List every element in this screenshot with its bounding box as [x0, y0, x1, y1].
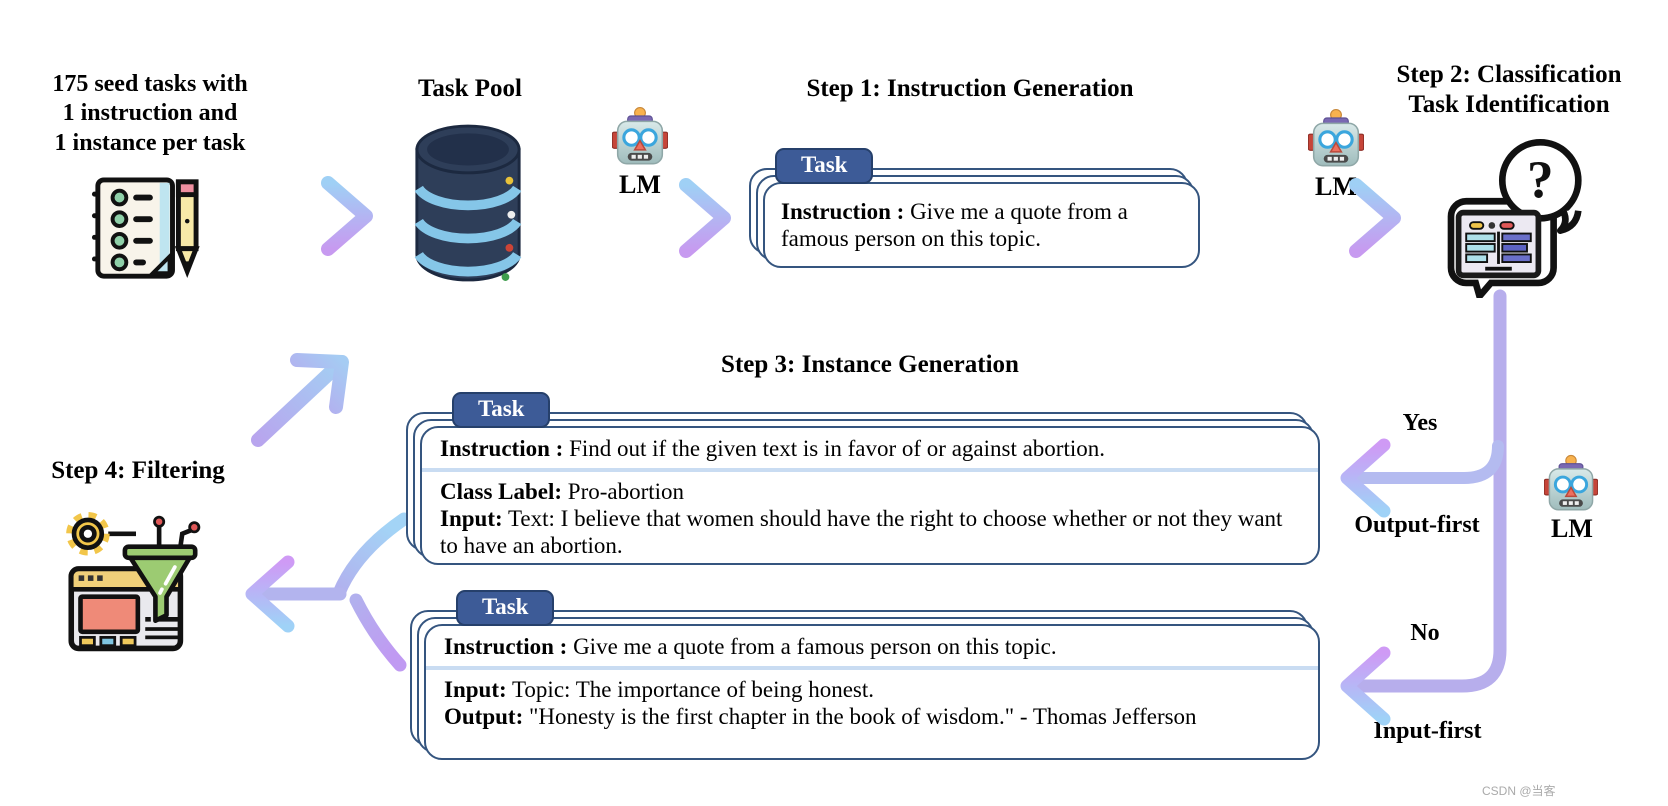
lm-label-1: LM — [619, 170, 661, 199]
lm-label-3: LM — [1551, 514, 1593, 543]
step4-title: Step 4: Filtering — [51, 457, 225, 484]
lm-label-2: LM — [1315, 172, 1357, 201]
step3-title: Step 3: Instance Generation — [721, 351, 1019, 378]
notepad-pencil-icon — [86, 174, 204, 284]
seed-line-1: 175 seed tasks with — [52, 71, 248, 97]
card-body: Instruction : Give me a quote from a fam… — [424, 624, 1320, 760]
output-text: "Honesty is the first chapter in the boo… — [523, 704, 1197, 730]
seed-line-2: 1 instruction and — [62, 100, 238, 127]
svg-text:?: ? — [1527, 150, 1554, 209]
card-divider — [426, 666, 1318, 671]
seed-tasks-caption: 175 seed tasks with 1 instruction and 1 … — [25, 70, 275, 158]
task-tab: Task — [456, 590, 555, 626]
step1-title: Step 1: Instruction Generation — [806, 75, 1134, 102]
input-text: Topic: The importance of being honest. — [506, 677, 875, 703]
task-card-step1: Instruction : Give me a quote from a fam… — [747, 148, 1200, 268]
class-value: Pro-abortion — [562, 479, 685, 505]
step2-title-line1: Step 2: Classification — [1396, 61, 1622, 88]
input-label: Input: — [440, 506, 503, 532]
watermark: CSDN @当客 — [1482, 784, 1556, 798]
robot-lm-icon — [612, 106, 668, 166]
task-card-step3-top: Instruction : Find out if the given text… — [404, 392, 1320, 565]
arrow-yes-output-first — [1340, 438, 1391, 518]
chat-question-icon: ? — [1432, 133, 1584, 298]
arrow-instances-to-filtering — [245, 512, 411, 672]
instruction-text: Give me a quote from a famous person on … — [567, 634, 1057, 659]
funnel-browser-icon — [62, 505, 210, 655]
robot-lm-icon — [1544, 454, 1598, 512]
instruction-label: Instruction : — [781, 198, 905, 224]
arrow-no-input-first — [1340, 646, 1391, 726]
task-card-step3-bottom: Instruction : Give me a quote from a fam… — [408, 590, 1320, 760]
instruction-text: Find out if the given text is in favor o… — [563, 436, 1105, 461]
card-body: Instruction : Find out if the given text… — [420, 426, 1320, 565]
yes-label: Yes — [1402, 410, 1438, 436]
arrow-step4-to-pool — [251, 353, 349, 447]
instruction-label: Instruction : — [444, 634, 568, 659]
input-label: Input: — [444, 677, 507, 703]
output-first-label: Output-first — [1354, 512, 1480, 538]
arrow-seed-to-pool — [223, 176, 373, 256]
step2-title-line2: Task Identification — [1408, 90, 1610, 118]
card-divider — [422, 468, 1318, 473]
output-label: Output: — [444, 704, 524, 730]
card-body: Instruction : Give me a quote from a fam… — [763, 182, 1200, 268]
input-text: Text: I believe that women should have t… — [440, 506, 1283, 559]
step2-title: Step 2: Classification Task Identificati… — [1350, 60, 1668, 119]
no-label: No — [1410, 620, 1440, 646]
task-tab: Task — [775, 148, 874, 184]
task-pool-label: Task Pool — [418, 75, 522, 102]
input-first-label: Input-first — [1373, 718, 1482, 744]
database-icon — [412, 118, 524, 290]
instruction-label: Instruction : — [440, 436, 564, 461]
seed-line-3: 1 instance per task — [54, 129, 246, 156]
class-label: Class Label: — [440, 479, 563, 505]
instruction-text: Give me a quote from a famous person on … — [781, 198, 1128, 251]
task-tab: Task — [452, 392, 551, 428]
